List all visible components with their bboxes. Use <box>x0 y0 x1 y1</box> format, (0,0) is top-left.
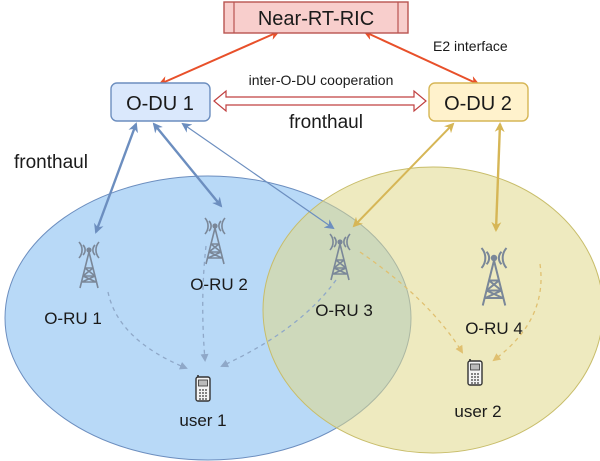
e2-link-odu2 <box>363 30 480 86</box>
oru1-label: O-RU 1 <box>44 309 102 328</box>
user2-label: user 2 <box>454 402 501 421</box>
odu2-label: O-DU 2 <box>444 93 512 115</box>
dashed-oru2-user1 <box>200 245 209 362</box>
odu1-box[interactable]: O-DU 1 <box>110 82 211 122</box>
near-rt-ric-box[interactable]: Near-RT-RIC <box>223 1 409 34</box>
user1-label: user 1 <box>179 411 226 430</box>
inter-odu-cooperation-label: inter-O-DU cooperation <box>249 72 394 88</box>
user1-phone-icon <box>195 374 211 402</box>
near-rt-ric-label: Near-RT-RIC <box>258 8 374 30</box>
dashed-oru3-user1 <box>220 279 337 368</box>
dashed-oru4-user2 <box>492 263 542 362</box>
oru2-label: O-RU 2 <box>190 275 248 294</box>
cell-odu2 <box>262 166 600 454</box>
inter-odu-arrow <box>213 89 427 113</box>
user2-phone-icon <box>467 358 483 386</box>
odu1-label: O-DU 1 <box>126 93 194 115</box>
fronthaul-odu2-oru3 <box>352 122 455 228</box>
fronthaul-odu2-oru4 <box>491 122 505 232</box>
fronthaul-left-label: fronthaul <box>14 152 88 173</box>
oru3-label: O-RU 3 <box>315 301 373 320</box>
dashed-oru3-user2 <box>359 251 464 354</box>
odu2-box[interactable]: O-DU 2 <box>428 82 529 122</box>
fronthaul-odu1-oru3 <box>181 122 335 230</box>
oru4-label: O-RU 4 <box>465 319 523 338</box>
e2-link-odu1 <box>158 30 280 86</box>
dashed-oru1-user1 <box>107 291 188 370</box>
fronthaul-odu1-oru1 <box>94 122 138 234</box>
e2-interface-label: E2 interface <box>433 38 508 54</box>
fronthaul-center-label: fronthaul <box>289 112 363 133</box>
